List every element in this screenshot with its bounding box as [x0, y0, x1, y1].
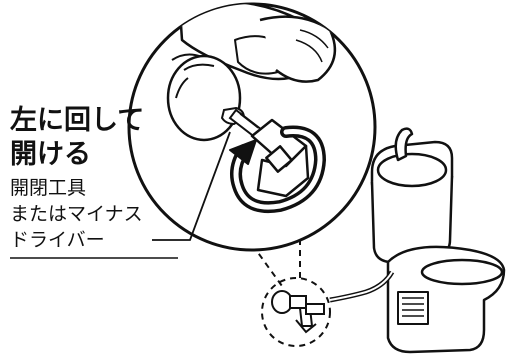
- screwdriver-icon: [166, 54, 264, 142]
- instruction-label: 左に回して 開ける: [10, 104, 144, 172]
- valve-head-icon: [250, 118, 310, 198]
- tool-line-2: またはマイナス: [10, 203, 143, 225]
- instruction-line-2: 開ける: [10, 139, 91, 170]
- tool-label: 開閉工具 またはマイナス ドライバー: [10, 175, 143, 253]
- tool-line-3: ドライバー: [10, 229, 105, 251]
- tool-line-1: 開閉工具: [10, 177, 87, 199]
- instruction-line-1: 左に回して: [10, 105, 145, 136]
- hand-icon: [171, 4, 337, 83]
- valve-highlight-circle: [261, 277, 331, 347]
- label-leader-line: [152, 131, 231, 241]
- rotate-arrow-icon: [229, 125, 327, 213]
- toilet-icon: [370, 127, 506, 354]
- water-hose-icon: [329, 270, 395, 303]
- valve-icon: [271, 290, 325, 334]
